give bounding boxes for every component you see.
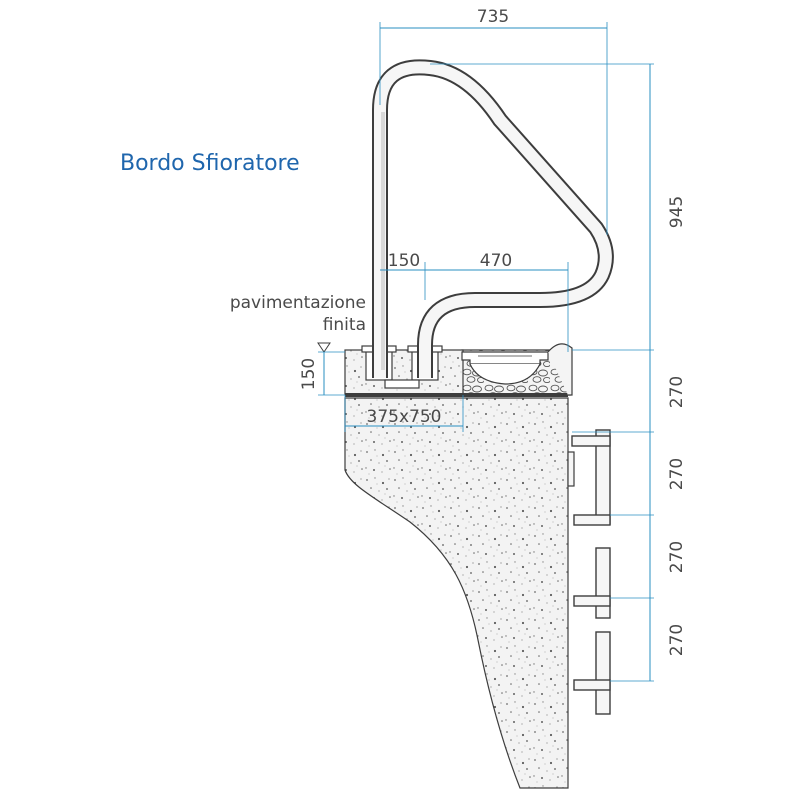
- floor-label-line2: finita: [323, 315, 366, 335]
- ladder-step-1: [567, 429, 611, 525]
- svg-text:470: 470: [480, 251, 512, 271]
- floor-level-marker: [317, 342, 331, 353]
- slab-base-line: [345, 393, 568, 397]
- svg-text:270: 270: [667, 541, 687, 573]
- dimension-anchor-box: 375x750: [344, 395, 464, 432]
- anchor-base-plate: [384, 379, 420, 389]
- concrete-wall: [344, 397, 569, 789]
- overflow-grating: [461, 351, 549, 385]
- svg-text:735: 735: [477, 7, 509, 27]
- svg-text:150: 150: [299, 358, 319, 390]
- svg-text:945: 945: [667, 196, 687, 228]
- handrail-tube: [372, 59, 614, 378]
- diagram-title: Bordo Sfioratore: [120, 151, 300, 176]
- ladder-step-4: [573, 631, 611, 715]
- svg-text:270: 270: [667, 458, 687, 490]
- dimension-anchor-offsets: 150 470: [380, 251, 569, 352]
- dimension-step-spacing: 270 270 270 270: [572, 350, 687, 682]
- ladder-step-3: [573, 547, 611, 619]
- pool-edge-lip: [547, 343, 573, 396]
- ladder-steps: [567, 429, 611, 715]
- dimension-floor-depth: 150: [299, 351, 345, 396]
- floor-label-line1: pavimentazione: [230, 293, 366, 313]
- svg-text:270: 270: [667, 376, 687, 408]
- svg-text:270: 270: [667, 624, 687, 656]
- ladder-step-2: [573, 514, 611, 526]
- dimension-height-total: 945: [430, 63, 687, 351]
- svg-text:150: 150: [388, 251, 420, 271]
- dimension-width-total: 735: [379, 7, 608, 235]
- svg-text:375x750: 375x750: [367, 407, 442, 427]
